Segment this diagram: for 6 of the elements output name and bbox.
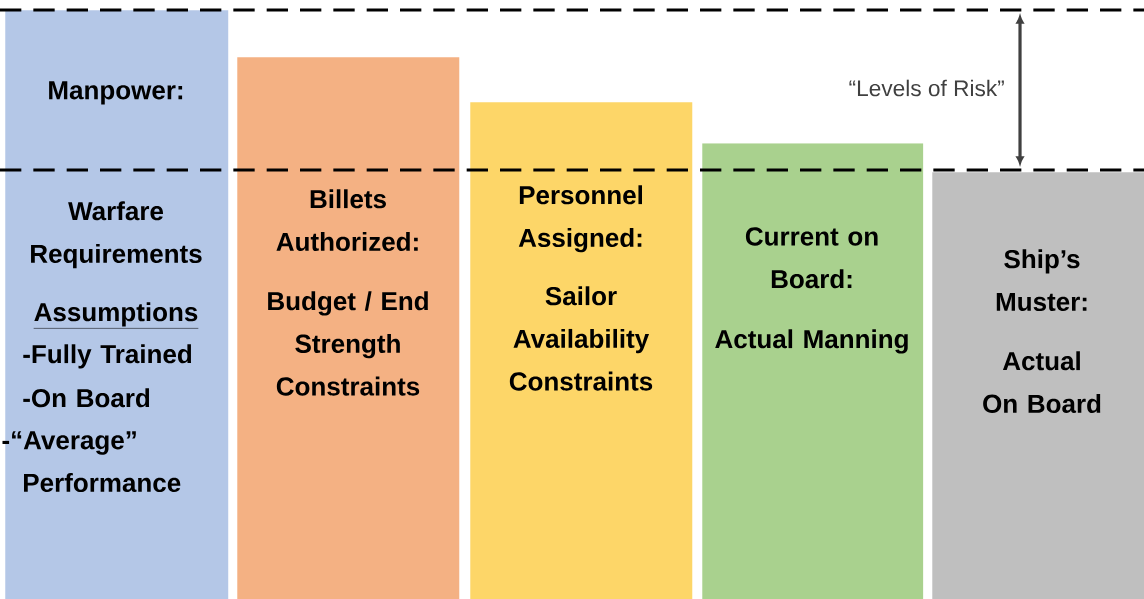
bar: Billets Authorized: Budget / End Strength Constraints <box>237 57 460 599</box>
bar: Ship’s Muster: Actual On Board <box>932 172 1144 599</box>
risk-label: “Levels of Risk” <box>849 79 1004 97</box>
bar: Current on Board: Actual Manning <box>702 143 924 599</box>
bar: Manpower: Warfare Requirements Assumptions -Fully Trained -On Board -“Average” Performance <box>2 10 229 599</box>
bar: Personnel Assigned: Sailor Availability Constraints <box>470 102 693 599</box>
